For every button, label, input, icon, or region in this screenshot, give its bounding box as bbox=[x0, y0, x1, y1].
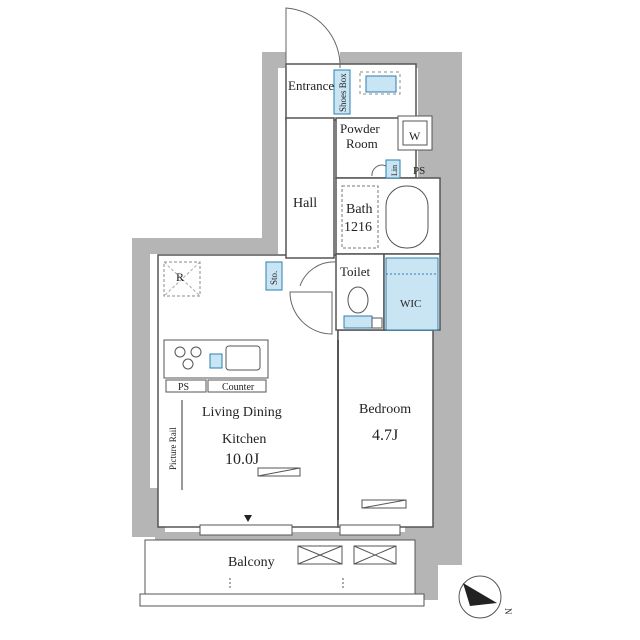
toilet-door-swing bbox=[299, 261, 337, 287]
bedroom-room bbox=[337, 329, 434, 528]
label-powder-room-2: Room bbox=[346, 136, 378, 151]
toilet-sink bbox=[371, 317, 383, 329]
stove-burner-3 bbox=[182, 358, 194, 370]
label-entrance: Entrance bbox=[288, 78, 334, 93]
label-counter: Counter bbox=[222, 382, 255, 393]
hall-door-swing bbox=[289, 291, 333, 335]
label-ps-kitchen: PS bbox=[178, 382, 189, 393]
bath-floor bbox=[341, 185, 379, 249]
label-shoes-box: Shoes Box bbox=[338, 73, 348, 112]
label-north: N bbox=[503, 608, 513, 615]
wic-interior bbox=[385, 257, 439, 331]
bathtub bbox=[385, 185, 429, 249]
label-wic: WIC bbox=[400, 298, 421, 310]
label-powder-room-1: Powder bbox=[340, 121, 380, 136]
direction-marker bbox=[244, 515, 252, 522]
entrance-door bbox=[285, 7, 341, 69]
label-kitchen: Kitchen bbox=[222, 432, 266, 447]
storage-closet bbox=[265, 261, 283, 291]
label-bath-2: 1216 bbox=[344, 220, 372, 235]
toilet-bowl bbox=[347, 286, 369, 314]
entrance-shelf bbox=[365, 75, 397, 93]
north-compass bbox=[458, 575, 502, 619]
kitchen-appliance bbox=[209, 353, 223, 369]
label-linen: Lin bbox=[390, 165, 399, 176]
shoes-box-cabinet bbox=[333, 69, 351, 115]
stove-burner-1 bbox=[174, 346, 186, 358]
kitchen-sink bbox=[225, 345, 261, 371]
living-window bbox=[199, 524, 293, 536]
linen-cabinet bbox=[385, 159, 401, 179]
label-balcony: Balcony bbox=[228, 555, 275, 570]
label-picture-rail: Picture Rail bbox=[168, 427, 178, 470]
balcony-railing bbox=[139, 593, 425, 607]
label-washer: W bbox=[409, 129, 421, 143]
label-bath-1: Bath bbox=[346, 202, 372, 217]
label-ps-top: PS bbox=[413, 165, 425, 177]
label-living-dining: Living Dining bbox=[202, 405, 282, 420]
label-refrigerator: R bbox=[176, 270, 184, 284]
label-hall: Hall bbox=[293, 196, 317, 211]
bedroom-window bbox=[339, 524, 401, 536]
counter-box bbox=[207, 379, 267, 393]
hall-area bbox=[285, 117, 335, 259]
label-living-size: 10.0J bbox=[225, 451, 259, 468]
stove-burner-2 bbox=[190, 346, 202, 358]
washer-drum bbox=[402, 120, 428, 146]
label-storage: Sto. bbox=[269, 271, 279, 285]
label-bedroom: Bedroom bbox=[359, 402, 411, 417]
toilet-tank bbox=[343, 315, 373, 329]
label-bedroom-size: 4.7J bbox=[372, 427, 398, 444]
ps-kitchen-box bbox=[165, 379, 207, 393]
entrance-counter bbox=[359, 71, 401, 95]
label-toilet: Toilet bbox=[340, 264, 371, 279]
powder-room-door bbox=[371, 164, 387, 177]
